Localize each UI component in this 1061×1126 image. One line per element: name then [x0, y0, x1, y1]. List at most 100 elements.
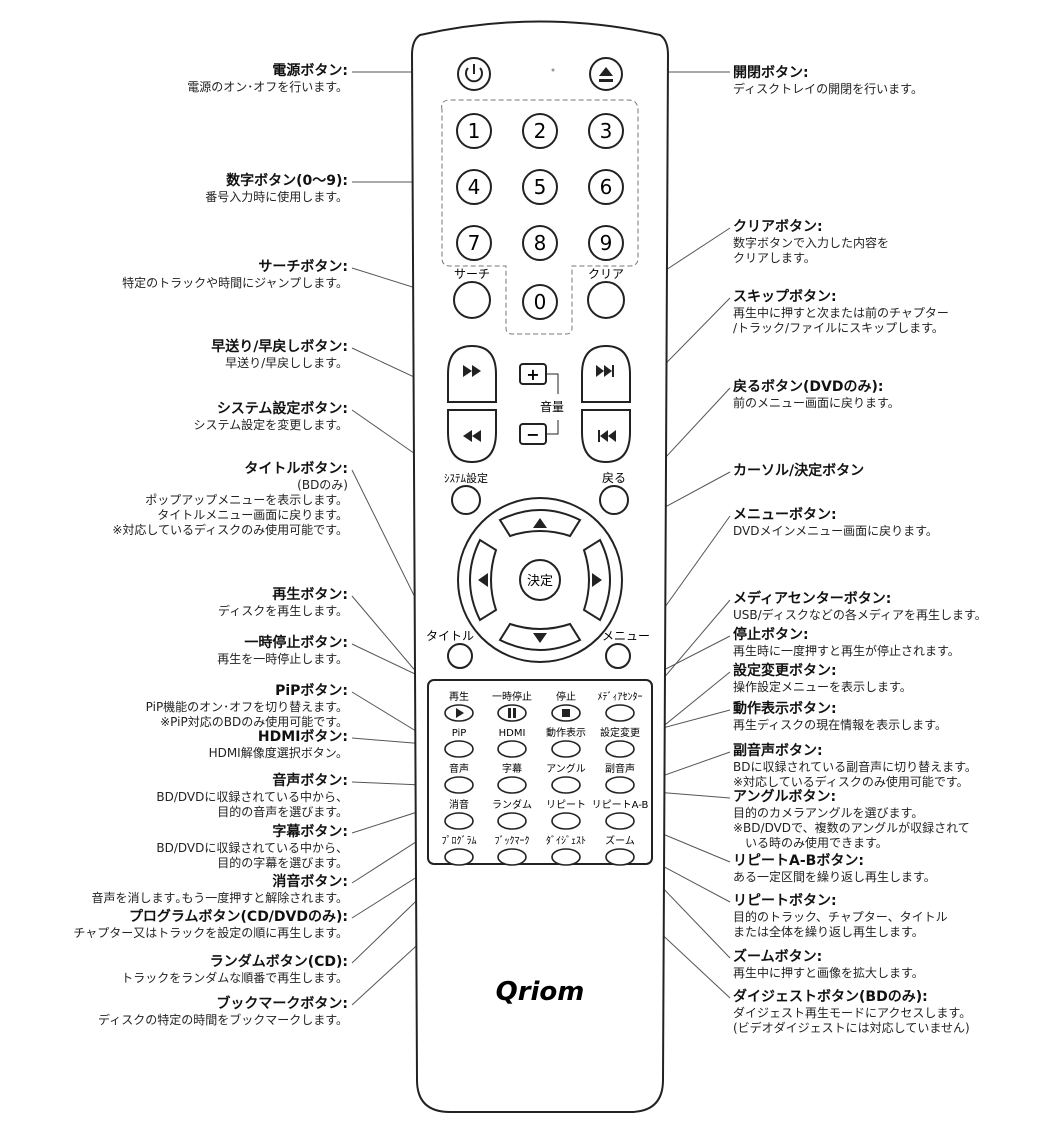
volume-minus-label: − — [526, 425, 539, 444]
annotation-title: 消音ボタン: — [272, 874, 348, 890]
enter-button[interactable]: 決定 — [519, 559, 561, 601]
annotation-desc: ※対応しているディスクのみ使用可能です。 — [733, 775, 969, 789]
annotation-desc: ディスクの特定の時間をブックマークします。 — [98, 1013, 348, 1027]
annotation-desc: 目的の字幕を選びます。 — [217, 856, 348, 870]
annotation-title: 開閉ボタン: — [733, 65, 809, 81]
title-button[interactable] — [447, 643, 473, 669]
number-label: 8 — [534, 231, 547, 255]
annotation-desc: 再生ディスクの現在情報を表示します。 — [733, 718, 947, 732]
number-button-1[interactable]: 1 — [456, 113, 492, 149]
annotation-desc: ※対応しているディスクのみ使用可能です。 — [112, 523, 348, 537]
rewind-button[interactable] — [447, 409, 497, 464]
annotation-desc: 再生中に押すと次または前のチャプター — [733, 306, 949, 320]
skip-prev-button[interactable] — [581, 409, 631, 464]
down-arrow-icon — [533, 633, 547, 643]
number-button-5[interactable]: 5 — [522, 169, 558, 205]
volume-down-button[interactable]: − — [519, 423, 547, 445]
number-button-9[interactable]: 9 — [588, 225, 624, 261]
skip-next-button[interactable] — [581, 344, 631, 403]
panel-button-r4c3[interactable] — [551, 812, 581, 830]
annotation-title: ズームボタン: — [733, 949, 823, 965]
panel-label: ﾒﾃﾞｨｱｾﾝﾀｰ — [598, 691, 643, 703]
panel-label: ズーム — [605, 834, 635, 847]
panel-button-r2c4[interactable] — [605, 740, 635, 758]
left-annotation-7: 再生ボタン:ディスクを再生します。 — [8, 586, 348, 619]
number-button-0[interactable]: 0 — [522, 284, 558, 320]
up-arrow-icon — [533, 518, 547, 528]
clear-label: クリア — [588, 267, 624, 281]
number-button-7[interactable]: 7 — [456, 225, 492, 261]
right-annotation-4: 戻るボタン(DVDのみ):前のメニュー画面に戻ります。 — [733, 378, 1058, 411]
panel-button-r2c3[interactable] — [551, 740, 581, 758]
power-button[interactable] — [457, 57, 491, 91]
annotation-desc: ある一定区間を繰り返し再生します。 — [733, 870, 936, 884]
annotation-desc: 目的のカメラアングルを選びます。 — [733, 806, 924, 820]
panel-button-r5c1[interactable] — [444, 848, 474, 866]
left-annotation-6: タイトルボタン:(BDのみ)ポップアップメニューを表示します。タイトルメニュー画… — [8, 460, 348, 538]
fast-forward-icon — [463, 365, 481, 377]
panel-button-r1c3[interactable] — [551, 704, 581, 722]
panel-label: リピートA-B — [592, 799, 649, 811]
cursor-down-button[interactable] — [498, 622, 582, 651]
cursor-left-button[interactable] — [469, 538, 498, 622]
number-button-6[interactable]: 6 — [588, 169, 624, 205]
back-label: 戻る — [602, 471, 626, 485]
annotation-title: ランダムボタン(CD): — [209, 954, 348, 970]
right-annotation-8: 停止ボタン:再生時に一度押すと再生が停止されます。 — [733, 626, 1058, 659]
panel-label: ﾌﾟﾛｸﾞﾗﾑ — [442, 835, 477, 847]
panel-label: 設定変更 — [600, 726, 640, 739]
panel-label: 一時停止 — [492, 690, 532, 703]
panel-button-r1c1[interactable] — [444, 704, 474, 722]
annotation-desc: いる時のみ使用できます。 — [733, 836, 888, 850]
system-settings-button[interactable] — [451, 485, 481, 515]
right-annotation-5: カーソル/決定ボタン — [733, 462, 1058, 480]
annotation-desc: 音声を消します｡もう一度押すと解除されます。 — [91, 891, 348, 905]
annotation-title: プログラムボタン(CD/DVDのみ): — [128, 909, 348, 925]
panel-button-r1c2[interactable] — [497, 704, 527, 722]
clear-button[interactable] — [587, 281, 625, 319]
numeric-keypad-frame — [441, 99, 639, 335]
play-icon — [456, 708, 464, 718]
annotation-desc: システム設定を変更します。 — [193, 418, 348, 432]
search-button[interactable] — [453, 281, 491, 319]
annotation-title: 再生ボタン: — [272, 587, 348, 603]
panel-button-r2c1[interactable] — [444, 740, 474, 758]
annotation-title: ダイジェストボタン(BDのみ): — [733, 989, 928, 1005]
annotation-desc: 再生中に押すと画像を拡大します。 — [733, 966, 924, 980]
fast-forward-button[interactable] — [447, 344, 497, 403]
panel-button-r3c2[interactable] — [497, 776, 527, 794]
panel-button-r4c1[interactable] — [444, 812, 474, 830]
back-button[interactable] — [599, 485, 629, 515]
power-icon — [465, 64, 483, 83]
annotation-desc: クリアします。 — [733, 251, 816, 265]
panel-button-r4c4[interactable] — [605, 812, 635, 830]
panel-button-r3c4[interactable] — [605, 776, 635, 794]
panel-button-r1c4[interactable] — [605, 704, 635, 722]
panel-button-r3c3[interactable] — [551, 776, 581, 794]
annotation-desc: 特定のトラックや時間にジャンプします。 — [122, 276, 348, 290]
panel-button-r5c4[interactable] — [605, 848, 635, 866]
panel-button-r5c2[interactable] — [497, 848, 527, 866]
panel-button-r4c2[interactable] — [497, 812, 527, 830]
annotation-title: メニューボタン: — [733, 507, 837, 523]
eject-button[interactable] — [589, 57, 623, 91]
right-annotation-14: リピートボタン:目的のトラック、チャプター、タイトルまたは全体を繰り返し再生しま… — [733, 892, 1058, 940]
menu-button[interactable] — [605, 643, 631, 669]
left-annotation-13: 消音ボタン:音声を消します｡もう一度押すと解除されます。 — [8, 873, 348, 906]
panel-button-r2c2[interactable] — [497, 740, 527, 758]
number-button-2[interactable]: 2 — [522, 113, 558, 149]
panel-label: 字幕 — [502, 762, 522, 775]
panel-label: 停止 — [556, 690, 576, 703]
number-button-3[interactable]: 3 — [588, 113, 624, 149]
number-button-4[interactable]: 4 — [456, 169, 492, 205]
panel-button-r3c1[interactable] — [444, 776, 474, 794]
cursor-right-button[interactable] — [582, 538, 611, 622]
panel-label: リピート — [546, 799, 586, 811]
annotation-title: 戻るボタン(DVDのみ): — [733, 379, 884, 395]
volume-up-button[interactable]: + — [519, 363, 547, 385]
cursor-up-button[interactable] — [498, 509, 582, 538]
panel-label: ランダム — [492, 798, 532, 811]
annotation-title: 設定変更ボタン: — [733, 663, 837, 679]
panel-button-r5c3[interactable] — [551, 848, 581, 866]
number-button-8[interactable]: 8 — [522, 225, 558, 261]
